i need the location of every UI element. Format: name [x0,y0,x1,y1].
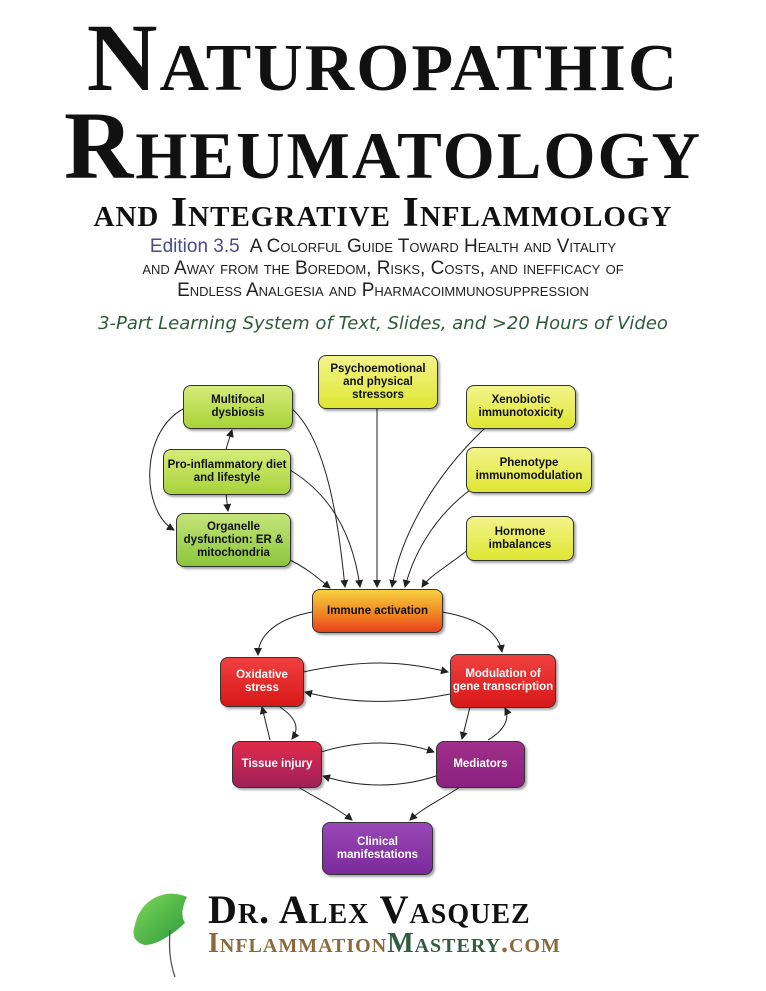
subtitle-line-1: Edition 3.5 A Colorful Guide Toward Healt… [0,236,766,258]
website-part-3: .com [501,928,561,959]
author-name: Dr. Alex Vasquez [208,887,531,932]
arrow [304,689,451,702]
arrow [320,742,435,754]
arrow [279,706,300,740]
arrow [441,611,505,653]
arrow [487,707,512,741]
node-proinflammatory-diet: Pro-inflammatory diet and lifestyle [163,449,291,495]
node-hormone-imbalances: Hormone imbalances [466,516,574,561]
arrow [289,406,349,588]
arrow [302,662,449,675]
website-part-2: Mastery [387,928,502,959]
arrow [254,611,313,656]
node-immune-activation: Immune activation [312,589,443,633]
arrow [389,427,486,588]
subtitle-line-2: and Away from the Boredom, Risks, Costs,… [142,258,624,279]
arrow [421,547,471,588]
arrow [409,786,461,821]
node-clinical-manifestations: Clinical manifestations [322,822,433,875]
title-line-1: Naturopathic [86,4,680,111]
website-part-1: Inflammation [208,928,388,959]
node-mediators: Mediators [436,741,525,788]
arrow [225,429,234,450]
node-tissue-injury: Tissue injury [232,741,322,788]
website-url: InflammationMastery.com [208,928,561,960]
arrow [402,489,471,588]
arrow [289,559,331,589]
node-organelle-dysfunction: Organelle dysfunction: ER & mitochondria [176,513,291,567]
node-oxidative-stress: Oxidative stress [220,657,304,707]
node-modulation-gene-transcription: Modulation of gene transcription [450,654,556,708]
arrow [223,493,232,512]
title-line-2: Rheumatology [63,92,703,199]
ginkgo-leaf-icon [133,893,187,978]
node-xenobiotic-immunotoxicity: Xenobiotic immunotoxicity [466,385,576,429]
learning-system-tagline: 3-Part Learning System of Text, Slides, … [98,313,668,334]
arrow [259,706,271,741]
node-multifocal-dysbiosis: Multifocal dysbiosis [183,385,293,429]
arrow [322,774,437,786]
node-psychoemotional-stressors: Psychoemotional and physical stressors [318,355,438,409]
arrow [149,407,186,531]
arrow [459,706,471,740]
arrow [289,469,364,588]
subtitle-text-1: A Colorful Guide Toward Health and Vital… [249,236,617,257]
subtitle-line-3: Endless Analgesia and Pharmacoimmunosupp… [177,280,589,301]
arrow [297,786,353,821]
title-line-3: and Integrative Inflammology [93,190,673,236]
node-phenotype-immunomodulation: Phenotype immunomodulation [466,447,592,493]
edition-label: Edition 3.5 [149,236,240,257]
